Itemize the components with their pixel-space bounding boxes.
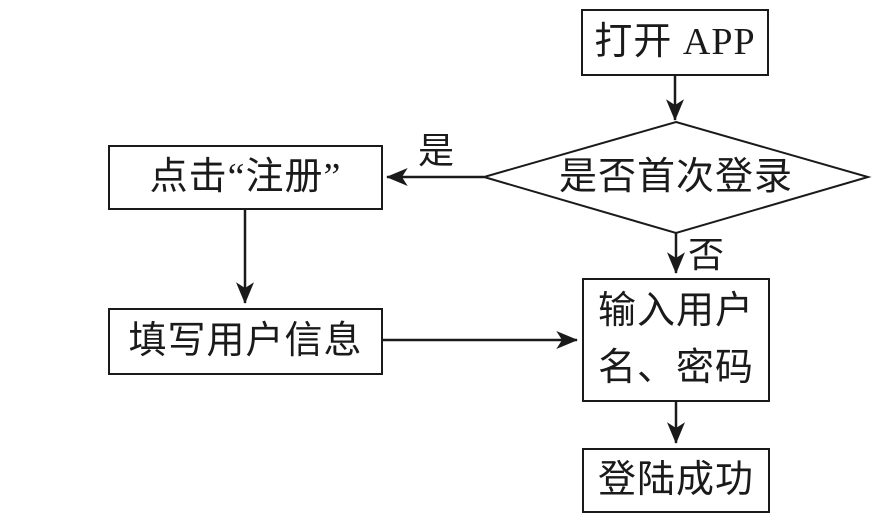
node-click-register: 点击“注册” [108, 145, 383, 210]
node-click-register-label: 点击“注册” [149, 155, 342, 198]
node-open-app: 打开 APP [581, 9, 769, 76]
node-first-login-decision-label: 是否首次登录 [558, 155, 793, 198]
node-open-app-label: 打开 APP [594, 20, 756, 63]
node-enter-credentials-line1: 输入用户 [597, 290, 754, 332]
node-login-success-label: 登陆成功 [597, 458, 754, 501]
edge-label-yes: 是 [418, 131, 455, 171]
node-enter-credentials-line2: 名、密码 [597, 347, 754, 389]
node-first-login-decision: 是否首次登录 [484, 122, 868, 233]
node-login-success: 登陆成功 [582, 448, 770, 513]
edge-label-no: 否 [688, 235, 725, 275]
node-enter-credentials-label: 输入用户 名、密码 [598, 283, 754, 397]
node-fill-user-info: 填写用户信息 [108, 308, 383, 375]
node-enter-credentials: 输入用户 名、密码 [582, 278, 770, 402]
node-fill-user-info-label: 填写用户信息 [128, 319, 363, 362]
